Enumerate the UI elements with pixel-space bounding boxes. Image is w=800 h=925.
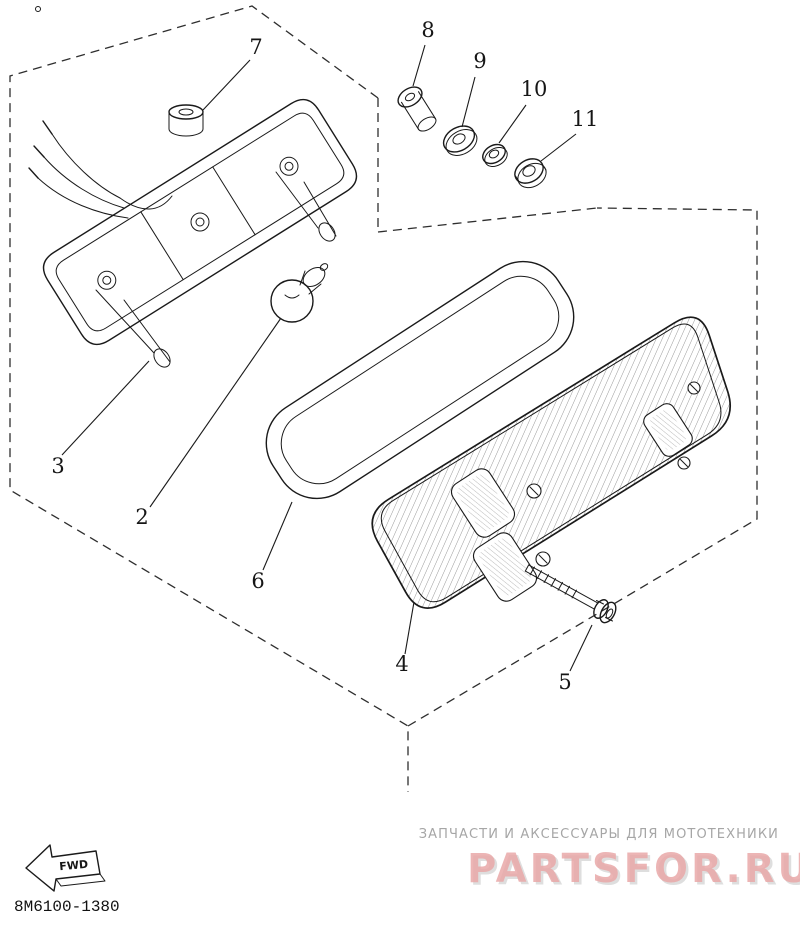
callout-11: 11 <box>572 107 599 131</box>
washer-large-drawing <box>442 125 478 156</box>
boundary-dashed-lines <box>9 5 758 792</box>
callout-8: 8 <box>421 18 434 42</box>
speck-artifact <box>35 6 41 12</box>
callout-10: 10 <box>521 77 548 101</box>
taillight-housing-drawing <box>28 98 358 368</box>
diagram-part-number: 8M6100-1380 <box>14 898 120 916</box>
callout-4: 4 <box>395 652 408 676</box>
screw-drawing <box>524 564 617 624</box>
lens-screw-holes <box>526 381 701 567</box>
watermark: ЗАПЧАСТИ И АКСЕССУАРЫ ДЛЯ МОТОТЕХНИКИ PA… <box>419 827 800 895</box>
nut-drawing <box>514 158 547 189</box>
watermark-brand-shadow: PARTSFOR.RU <box>469 849 800 895</box>
lens-reflector-sections <box>450 403 693 602</box>
callout-numbers: 7 8 9 10 11 2 3 6 4 5 <box>51 18 598 694</box>
callout-3: 3 <box>51 454 64 478</box>
callout-6: 6 <box>251 569 264 593</box>
callout-9: 9 <box>473 49 486 73</box>
socket-cones <box>95 171 337 368</box>
lens-drawing <box>371 316 732 609</box>
grommet-drawing <box>168 104 204 137</box>
wire-harness-drawing <box>28 120 173 219</box>
lens-body <box>371 316 732 609</box>
bulb-drawing <box>270 263 329 323</box>
bolt-drawing <box>397 86 437 132</box>
washer-small-drawing <box>482 143 508 167</box>
watermark-tagline: ЗАПЧАСТИ И АКСЕССУАРЫ ДЛЯ МОТОТЕХНИКИ <box>419 827 779 842</box>
fwd-label: FWD <box>59 858 89 873</box>
screw-threads <box>529 566 577 599</box>
callout-5: 5 <box>558 670 571 694</box>
fwd-arrow-icon: FWD <box>25 844 106 892</box>
watermark-brand: PARTSFOR.RU <box>467 846 800 892</box>
callout-2: 2 <box>135 505 148 529</box>
callout-7: 7 <box>249 35 262 59</box>
socket-holes <box>97 156 299 290</box>
callout-leader-lines <box>61 44 593 672</box>
gasket-drawing <box>265 260 575 500</box>
